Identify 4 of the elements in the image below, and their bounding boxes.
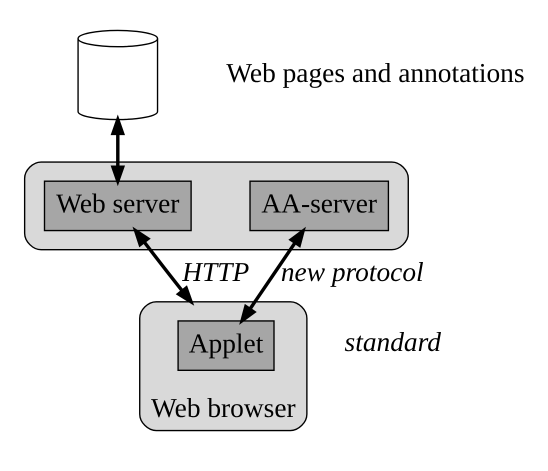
- edge-label: HTTP: [182, 256, 250, 287]
- node-label: standard: [344, 326, 441, 357]
- node-label: Web pages and annotations: [226, 57, 525, 88]
- edge-label: new protocol: [280, 256, 424, 287]
